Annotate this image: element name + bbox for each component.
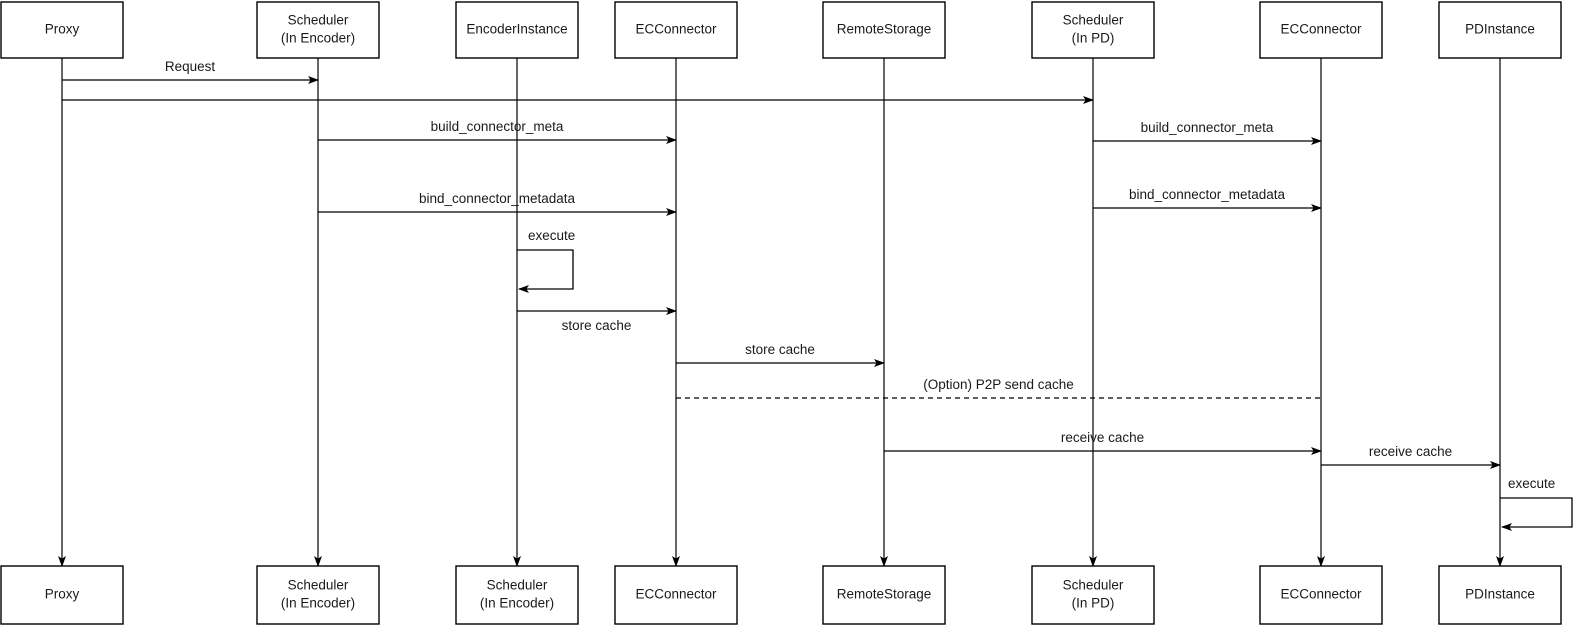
messages-layer: Request build_connector_meta build_connect… (62, 59, 1501, 469)
participant-label-line2: (In Encoder) (281, 31, 355, 46)
participant-label-line2: (In PD) (1072, 596, 1115, 611)
message-m7[interactable]: store cache (517, 307, 677, 333)
participant-box-ec_connector_left-top[interactable]: ECConnector (614, 1, 738, 59)
participant-label-line1: Scheduler (1063, 13, 1124, 28)
participant-box-rect[interactable] (1438, 1, 1562, 59)
participant-box-remote_storage-bottom[interactable]: RemoteStorage (822, 565, 946, 625)
participant-label: RemoteStorage (837, 22, 932, 37)
participant-label: Proxy (45, 22, 80, 37)
participant-box-rect[interactable] (1438, 565, 1562, 625)
participant-box-rect[interactable] (1259, 1, 1383, 59)
participant-label: ECConnector (635, 22, 717, 37)
participant-box-encoder_instance-bottom[interactable]: Scheduler (In Encoder) (455, 565, 579, 625)
participant-box-rect[interactable] (0, 565, 124, 625)
participant-box-rect[interactable] (1259, 565, 1383, 625)
message-m5[interactable]: bind_connector_metadata (318, 191, 677, 216)
participant-box-pd_instance-top[interactable]: PDInstance (1438, 1, 1562, 59)
participant-box-ec_connector_right-top[interactable]: ECConnector (1259, 1, 1383, 59)
participant-box-rect[interactable] (614, 1, 738, 59)
participant-label: ECConnector (635, 587, 717, 602)
self-message-s1[interactable]: execute (517, 228, 575, 293)
message-m4[interactable]: build_connector_meta (1093, 120, 1322, 145)
participant-box-rect[interactable] (256, 565, 380, 625)
participant-box-proxy-bottom[interactable]: Proxy (0, 565, 124, 625)
message-label: store cache (562, 318, 632, 333)
message-label: store cache (745, 342, 815, 357)
participant-label-line1: Scheduler (288, 578, 349, 593)
participant-box-rect[interactable] (1031, 1, 1155, 59)
participant-box-scheduler_pd-top[interactable]: Scheduler (In PD) (1031, 1, 1155, 59)
message-m11[interactable]: receive cache (1321, 444, 1501, 469)
message-label: bind_connector_metadata (419, 191, 576, 206)
participant-label: RemoteStorage (837, 587, 932, 602)
bottom-participant-boxes: Proxy Scheduler (In Encoder) Scheduler (In E… (0, 565, 1562, 625)
self-messages-layer: execute execute (517, 228, 1573, 531)
message-label: build_connector_meta (1141, 120, 1274, 135)
message-m6[interactable]: bind_connector_metadata (1093, 187, 1322, 212)
participant-box-scheduler_encoder-top[interactable]: Scheduler (In Encoder) (256, 1, 380, 59)
message-label: receive cache (1061, 430, 1144, 445)
participant-label: PDInstance (1465, 587, 1535, 602)
message-m1[interactable]: Request (62, 59, 319, 84)
participant-box-rect[interactable] (1031, 565, 1155, 625)
participant-box-ec_connector_right-bottom[interactable]: ECConnector (1259, 565, 1383, 625)
lifelines-layer (58, 58, 1504, 567)
participant-label-line1: Scheduler (487, 578, 548, 593)
participant-box-rect[interactable] (455, 1, 579, 59)
participant-box-rect[interactable] (614, 565, 738, 625)
message-m8[interactable]: store cache (676, 342, 885, 367)
self-message-path[interactable] (1500, 497, 1573, 531)
participant-label: Proxy (45, 587, 80, 602)
message-m9[interactable]: (Option) P2P send cache (676, 377, 1321, 399)
message-m3[interactable]: build_connector_meta (318, 119, 677, 144)
participant-label: ECConnector (1280, 587, 1362, 602)
participant-box-ec_connector_left-bottom[interactable]: ECConnector (614, 565, 738, 625)
self-message-label: execute (1508, 476, 1555, 491)
participant-label: ECConnector (1280, 22, 1362, 37)
participant-label-line2: (In Encoder) (281, 596, 355, 611)
participant-box-scheduler_pd-bottom[interactable]: Scheduler (In PD) (1031, 565, 1155, 625)
participant-label: EncoderInstance (466, 22, 567, 37)
self-message-s2[interactable]: execute (1500, 476, 1573, 531)
message-label: build_connector_meta (431, 119, 564, 134)
top-participant-boxes: Proxy Scheduler (In Encoder) EncoderInstanc… (0, 1, 1562, 59)
message-label: bind_connector_metadata (1129, 187, 1286, 202)
participant-label-line2: (In PD) (1072, 31, 1115, 46)
participant-box-proxy-top[interactable]: Proxy (0, 1, 124, 59)
participant-box-rect[interactable] (822, 1, 946, 59)
participant-box-rect[interactable] (256, 1, 380, 59)
participant-label-line1: Scheduler (1063, 578, 1124, 593)
participant-box-rect[interactable] (455, 565, 579, 625)
message-label: receive cache (1369, 444, 1452, 459)
message-m10[interactable]: receive cache (884, 430, 1322, 455)
participant-box-rect[interactable] (0, 1, 124, 59)
message-label: (Option) P2P send cache (923, 377, 1074, 392)
self-message-label: execute (528, 228, 575, 243)
participant-label: PDInstance (1465, 22, 1535, 37)
participant-label-line2: (In Encoder) (480, 596, 554, 611)
participant-box-encoder_instance-top[interactable]: EncoderInstance (455, 1, 579, 59)
message-label: Request (165, 59, 216, 74)
participant-label-line1: Scheduler (288, 13, 349, 28)
participant-box-rect[interactable] (822, 565, 946, 625)
participant-box-scheduler_encoder-bottom[interactable]: Scheduler (In Encoder) (256, 565, 380, 625)
self-message-path[interactable] (517, 249, 574, 293)
participant-box-remote_storage-top[interactable]: RemoteStorage (822, 1, 946, 59)
participant-box-pd_instance-bottom[interactable]: PDInstance (1438, 565, 1562, 625)
